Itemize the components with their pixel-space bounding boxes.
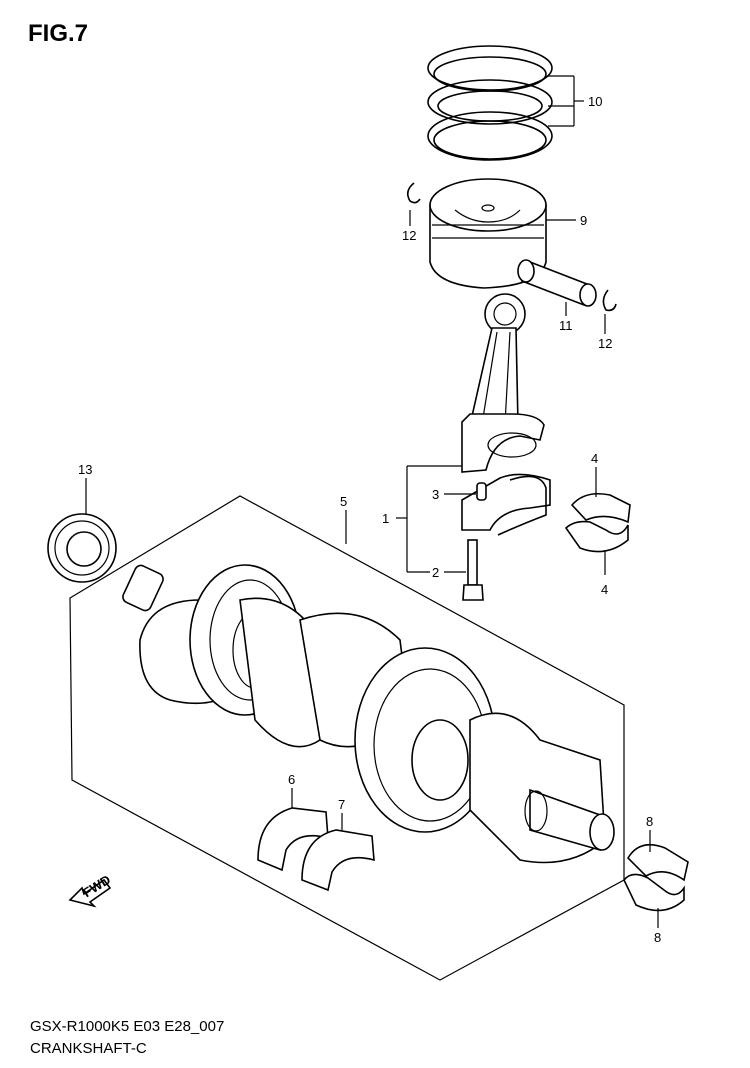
callout-12-right: 12: [598, 336, 612, 351]
thrust-bearings: [257, 807, 375, 892]
callout-4-upper: 4: [591, 451, 598, 466]
piston-pin: [517, 259, 597, 307]
rod-bolt: [462, 539, 484, 601]
callout-9: 9: [580, 213, 587, 228]
callout-1: 1: [382, 511, 389, 526]
callout-8-lower: 8: [654, 930, 661, 945]
figure-footer: GSX-R1000K5 E03 E28_007 CRANKSHAFT-C: [30, 1016, 224, 1060]
leader-lines: [85, 75, 659, 928]
main-bearing: [623, 843, 689, 912]
rod-cap: [461, 473, 551, 536]
callout-11: 11: [559, 318, 573, 333]
callout-8-upper: 8: [646, 814, 653, 829]
callout-10: 10: [588, 94, 602, 109]
callout-7: 7: [338, 797, 345, 812]
callout-13: 13: [78, 462, 92, 477]
circlip-upper: [406, 182, 421, 204]
piston: [429, 178, 547, 289]
callout-6: 6: [288, 772, 295, 787]
fwd-arrow-icon: FWD: [68, 872, 113, 908]
callout-labels: 10 9 12 11 12 13 5 4 3 1 2 4 6 7 8 8: [78, 94, 661, 945]
callout-4-lower: 4: [601, 582, 608, 597]
connecting-rod: [461, 293, 545, 473]
callout-3: 3: [432, 487, 439, 502]
model-code: GSX-R1000K5 E03 E28_007: [30, 1018, 225, 1035]
circlip-right: [602, 289, 617, 312]
crankshaft: [122, 564, 615, 864]
callout-5: 5: [340, 494, 347, 509]
piston-rings: [427, 45, 553, 161]
crank-gear: [47, 513, 117, 583]
section-name: CRANKSHAFT-C: [30, 1040, 147, 1057]
figure-title: FIG.7: [28, 20, 89, 47]
rod-bearings: [564, 492, 631, 553]
callout-12-upper: 12: [402, 228, 416, 243]
callout-2: 2: [432, 565, 439, 580]
